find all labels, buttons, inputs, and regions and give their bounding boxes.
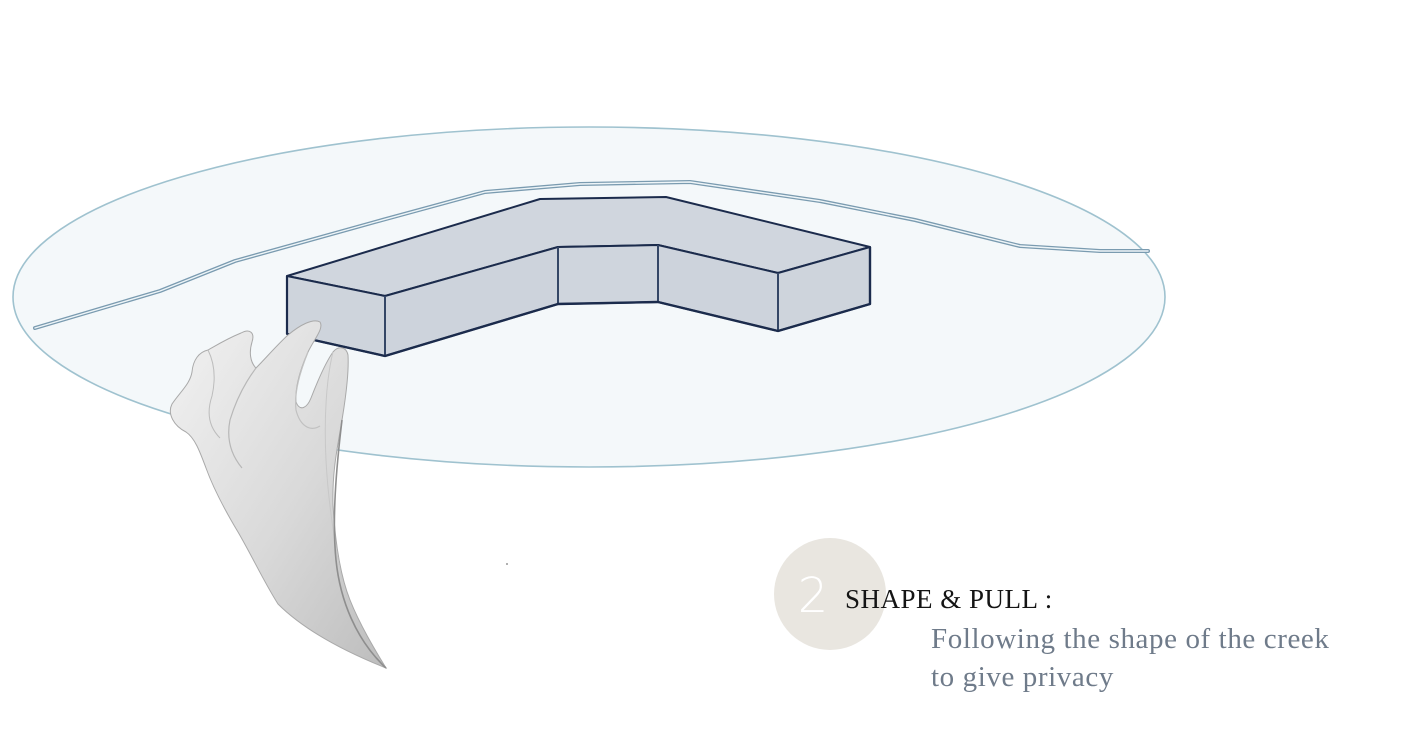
building-front-face-middle (557, 244, 659, 305)
step-description: Following the shape of the creek to give… (931, 620, 1411, 696)
step-description-line-1: Following the shape of the creek (931, 623, 1330, 655)
step-number-badge (774, 538, 886, 650)
step-description-line-2: to give privacy (931, 661, 1114, 693)
step-number: 2 (797, 568, 829, 624)
step-title: SHAPE & PULL : (845, 584, 1053, 614)
hand-icon (169, 320, 388, 670)
building-mass (285, 196, 872, 358)
